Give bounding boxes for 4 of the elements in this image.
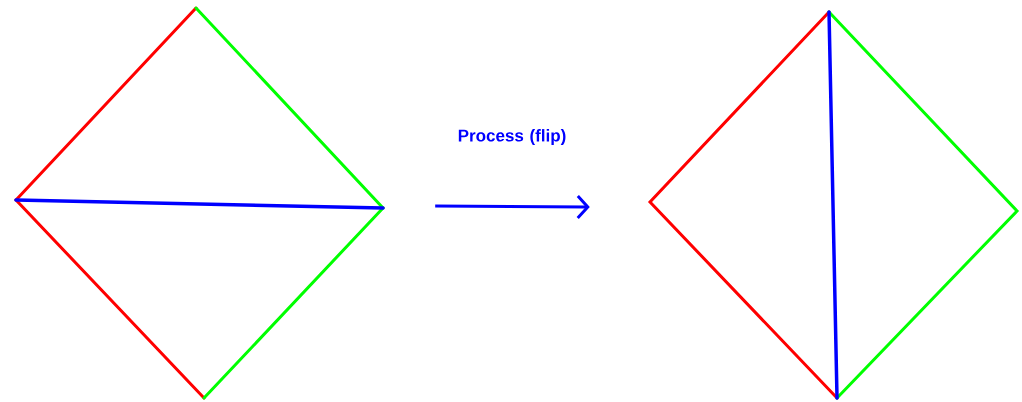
quadrilateral-drawing	[647, 10, 1020, 400]
arrow	[435, 194, 590, 219]
quadrilateral-drawing	[13, 6, 386, 400]
edge-label: Process (flip)	[458, 129, 566, 145]
